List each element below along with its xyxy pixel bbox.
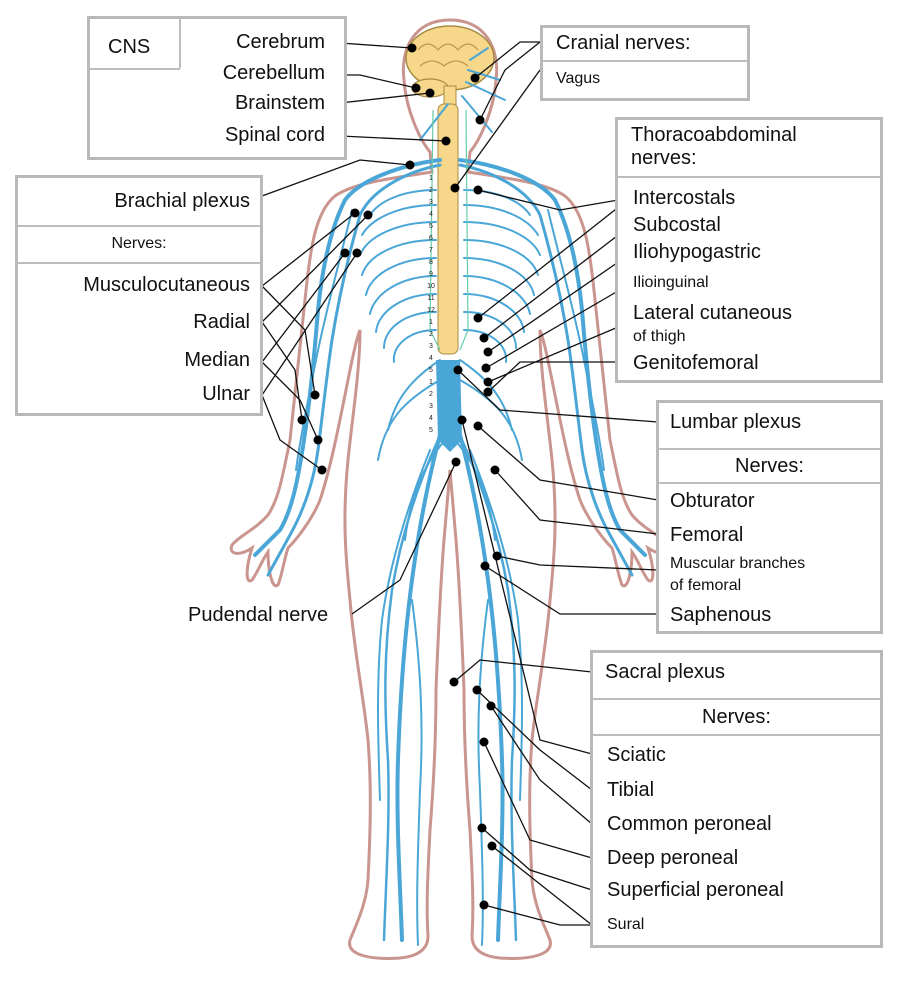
sacral-item-sural: Sural xyxy=(607,916,645,933)
lumbar-title: Lumbar plexus xyxy=(670,411,802,433)
vertebra-number: 4 xyxy=(429,355,433,362)
vertebra-number: 11 xyxy=(427,295,434,302)
brachial-item-median: Median xyxy=(184,349,250,371)
sacral-item-common-peroneal: Common peroneal xyxy=(607,813,772,835)
cns-item-brainstem: Brainstem xyxy=(234,92,325,114)
thoraco-item-ilioinguinal: Ilioinguinal xyxy=(633,274,709,291)
thoraco-title-line2: nerves: xyxy=(631,147,697,169)
sacral-subtitle: Nerves: xyxy=(702,706,771,728)
vertebra-number: 2 xyxy=(429,391,433,398)
vertebra-number: 1 xyxy=(429,319,433,326)
brachial-item-radial: Radial xyxy=(193,311,250,333)
vertebra-number: 3 xyxy=(429,343,433,350)
lumbar-item-muscular-branches: Muscular branches xyxy=(670,555,806,572)
body-outline xyxy=(229,18,671,960)
vertebra-number: 5 xyxy=(429,223,433,230)
cranial-nerves-box xyxy=(540,25,750,101)
brachial-plexus-box xyxy=(15,175,263,416)
thoraco-item-intercostals: Intercostals xyxy=(633,187,736,209)
thoraco-item-subcostal: Subcostal xyxy=(633,214,721,236)
vertebra-number: 4 xyxy=(429,415,433,422)
vertebra-number: 5 xyxy=(429,427,433,434)
sacral-item-sciatic: Sciatic xyxy=(607,744,666,766)
cns-title: CNS xyxy=(108,36,151,58)
vertebra-number: 5 xyxy=(429,367,433,374)
sacral-item-deep-peroneal: Deep peroneal xyxy=(607,847,739,869)
brachial-item-musculocutaneous: Musculocutaneous xyxy=(83,274,250,296)
thoraco-item-lateral-cutaneous: Lateral cutaneous xyxy=(633,302,793,324)
vertebra-number: 3 xyxy=(429,199,433,206)
brachial-subtitle: Nerves: xyxy=(111,235,167,252)
cranial-nerves-title: Cranial nerves: xyxy=(556,32,691,54)
pudendal-nerve-label: Pudendal nerve xyxy=(188,604,329,626)
thoraco-item-genitofemoral: Genitofemoral xyxy=(633,352,759,374)
vertebra-number: 9 xyxy=(429,271,433,278)
sacral-item-tibial: Tibial xyxy=(607,779,655,801)
vertebra-number: 3 xyxy=(429,403,433,410)
vertebra-number: 2 xyxy=(429,187,433,194)
lumbar-item-muscular-branches-sub: of femoral xyxy=(670,577,742,594)
lumbar-item-saphenous: Saphenous xyxy=(670,604,772,626)
vertebra-number: 4 xyxy=(429,211,433,218)
vertebra-number: 8 xyxy=(429,259,433,266)
lumbar-item-femoral: Femoral xyxy=(670,524,744,546)
lumbar-item-obturator: Obturator xyxy=(670,490,755,512)
thoraco-item-lateral-cutaneous-sub: of thigh xyxy=(633,328,686,345)
vertebra-number: 7 xyxy=(429,247,433,254)
thoracoabdominal-box xyxy=(615,117,883,383)
cns-item-spinal-cord: Spinal cord xyxy=(224,124,325,146)
vertebra-number: 2 xyxy=(429,331,433,338)
sacral-item-superficial-peroneal: Superficial peroneal xyxy=(607,879,784,901)
vertebra-number: 1 xyxy=(429,379,433,386)
vertebra-number: 12 xyxy=(427,307,435,314)
vertebra-number: 6 xyxy=(429,235,433,242)
brachial-item-ulnar: Ulnar xyxy=(202,383,250,405)
vertebra-number: 1 xyxy=(429,175,433,182)
thoraco-title-line1: Thoracoabdominal xyxy=(631,124,797,146)
lumbar-subtitle: Nerves: xyxy=(735,455,804,477)
cranial-item-vagus: Vagus xyxy=(556,70,601,87)
lumbar-plexus-box xyxy=(656,400,883,634)
cns-box xyxy=(87,16,347,160)
sacral-title: Sacral plexus xyxy=(605,661,726,683)
thoraco-item-iliohypogastric: Iliohypogastric xyxy=(633,241,761,263)
cns-item-cerebellum: Cerebellum xyxy=(222,62,325,84)
cns-item-cerebrum: Cerebrum xyxy=(236,31,325,53)
brainstem-shape xyxy=(443,85,457,107)
brachial-title: Brachial plexus xyxy=(114,190,250,212)
vertebra-number: 10 xyxy=(427,283,435,290)
